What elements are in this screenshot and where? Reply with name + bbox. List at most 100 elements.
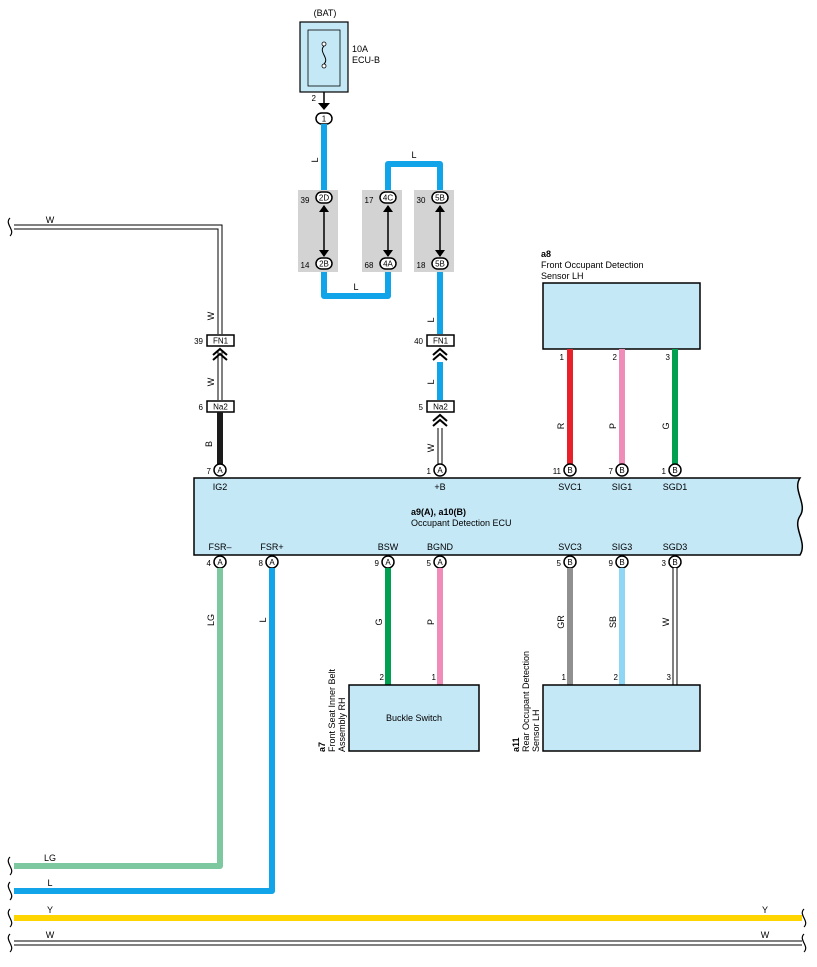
svg-text:14: 14 xyxy=(301,261,310,270)
svg-text:8: 8 xyxy=(259,559,264,568)
inline-connector-fn1-right: 40 FN1 xyxy=(414,334,455,361)
svg-text:1: 1 xyxy=(562,673,567,682)
svg-text:1: 1 xyxy=(662,467,667,476)
fuse-name: ECU-B xyxy=(352,55,380,65)
svg-text:11: 11 xyxy=(553,467,562,476)
svg-text:FSR–: FSR– xyxy=(208,542,231,552)
front-sensor-box xyxy=(542,282,701,350)
bat-label: (BAT) xyxy=(314,8,337,18)
svg-text:SGD3: SGD3 xyxy=(663,542,688,552)
svg-text:IG2: IG2 xyxy=(213,482,228,492)
ecu-box xyxy=(193,477,803,556)
svg-text:2: 2 xyxy=(613,353,618,362)
svg-text:5: 5 xyxy=(419,403,424,412)
rear-sensor-name1: Rear Occupant Detection xyxy=(521,651,531,752)
wire-break-marks xyxy=(7,856,807,953)
svg-text:SVC3: SVC3 xyxy=(558,542,582,552)
svg-text:SIG3: SIG3 xyxy=(612,542,633,552)
svg-text:3: 3 xyxy=(667,673,672,682)
front-sensor-code: a8 xyxy=(541,249,551,259)
wire-l-fsr xyxy=(14,568,275,894)
wire-w-left xyxy=(7,217,223,400)
svg-text:5: 5 xyxy=(557,559,562,568)
svg-text:30: 30 xyxy=(417,196,426,205)
svg-text:B: B xyxy=(672,558,677,567)
front-sensor-name1: Front Occupant Detection xyxy=(541,260,644,270)
junction-block-3: 30 5B 18 5B xyxy=(414,190,454,272)
svg-text:B: B xyxy=(619,558,624,567)
wire-lg xyxy=(14,568,223,869)
buckle-name1: Front Seat Inner Belt xyxy=(327,668,337,752)
ecu-pin-sig1: 7 B SIG1 xyxy=(609,463,632,492)
wire-label-w-top: W xyxy=(46,215,55,225)
fuse-icon xyxy=(321,45,327,65)
svg-text:1: 1 xyxy=(432,673,437,682)
svg-text:A: A xyxy=(437,558,443,567)
wire-label-w-left1: W xyxy=(206,311,216,320)
svg-text:68: 68 xyxy=(365,261,374,270)
inline-connector-na2-right: 5 Na2 xyxy=(419,400,455,427)
wire-l-main xyxy=(321,124,443,334)
svg-text:B: B xyxy=(619,466,624,475)
buckle-switch-box xyxy=(348,684,480,752)
svg-text:SGD1: SGD1 xyxy=(663,482,688,492)
svg-text:9: 9 xyxy=(609,559,614,568)
wire-label-l3: L xyxy=(411,150,416,160)
svg-text:3: 3 xyxy=(666,353,671,362)
svg-text:BGND: BGND xyxy=(427,542,454,552)
ecu-pin-svc3: SVC3 5 B xyxy=(557,542,582,569)
svg-text:4A: 4A xyxy=(383,260,393,269)
wire-label-p-top: P xyxy=(608,423,618,429)
svg-text:A: A xyxy=(217,466,223,475)
wire-label-w-left2: W xyxy=(206,377,216,386)
ecu-pin-plusb: 1 A +B xyxy=(427,463,447,492)
svg-text:1: 1 xyxy=(560,353,565,362)
ecu-pin-fsr-plus: FSR+ 8 A xyxy=(259,542,284,569)
svg-text:39: 39 xyxy=(194,337,203,346)
inline-connector-fn1-left: 39 FN1 xyxy=(194,334,235,361)
wire-label-g-bsw: G xyxy=(374,618,384,625)
svg-text:FSR+: FSR+ xyxy=(260,542,283,552)
svg-text:FN1: FN1 xyxy=(433,337,449,346)
wire-label-l1: L xyxy=(310,157,320,162)
svg-text:+B: +B xyxy=(434,482,445,492)
svg-text:Na2: Na2 xyxy=(213,403,228,412)
wire-label-l-bottom: L xyxy=(47,878,52,888)
svg-text:A: A xyxy=(385,558,391,567)
wire-label-l-fsr: L xyxy=(258,617,268,622)
svg-text:5B: 5B xyxy=(435,194,445,203)
svg-text:A: A xyxy=(217,558,223,567)
svg-text:18: 18 xyxy=(417,261,426,270)
svg-text:Na2: Na2 xyxy=(433,403,448,412)
fuse-pin: 2 xyxy=(312,94,317,103)
wire-label-w-sgd3: W xyxy=(661,617,671,626)
svg-text:2D: 2D xyxy=(319,194,329,203)
ecu-pin-sgd3: SGD3 3 B xyxy=(662,542,688,569)
svg-text:1: 1 xyxy=(322,115,327,124)
svg-text:39: 39 xyxy=(301,196,310,205)
svg-text:B: B xyxy=(567,466,572,475)
svg-text:B: B xyxy=(567,558,572,567)
wire-label-lg-bottom: LG xyxy=(44,853,56,863)
rear-sensor-name2: Sensor LH xyxy=(531,709,541,752)
svg-text:FN1: FN1 xyxy=(213,337,229,346)
svg-text:2: 2 xyxy=(380,673,385,682)
rear-sensor-code: a11 xyxy=(511,737,521,752)
wire-label-lg: LG xyxy=(206,614,216,626)
wire-label-l4: L xyxy=(426,317,436,322)
svg-text:40: 40 xyxy=(414,337,423,346)
svg-text:7: 7 xyxy=(609,467,614,476)
svg-text:9: 9 xyxy=(375,559,380,568)
svg-text:3: 3 xyxy=(662,559,667,568)
wire-label-y-left: Y xyxy=(47,905,53,915)
svg-text:1: 1 xyxy=(427,467,432,476)
ecu-pin-svc1: 11 B SVC1 xyxy=(553,463,582,492)
wire-label-sb: SB xyxy=(608,616,618,628)
svg-text:BSW: BSW xyxy=(378,542,399,552)
rear-sensor-box xyxy=(542,684,701,752)
wire-label-r: R xyxy=(556,422,566,429)
ecu-pin-sgd1: 1 B SGD1 xyxy=(662,463,688,492)
front-sensor-name2: Sensor LH xyxy=(541,271,584,281)
wire-label-w-bottom-right: W xyxy=(761,930,770,940)
svg-text:5: 5 xyxy=(427,559,432,568)
